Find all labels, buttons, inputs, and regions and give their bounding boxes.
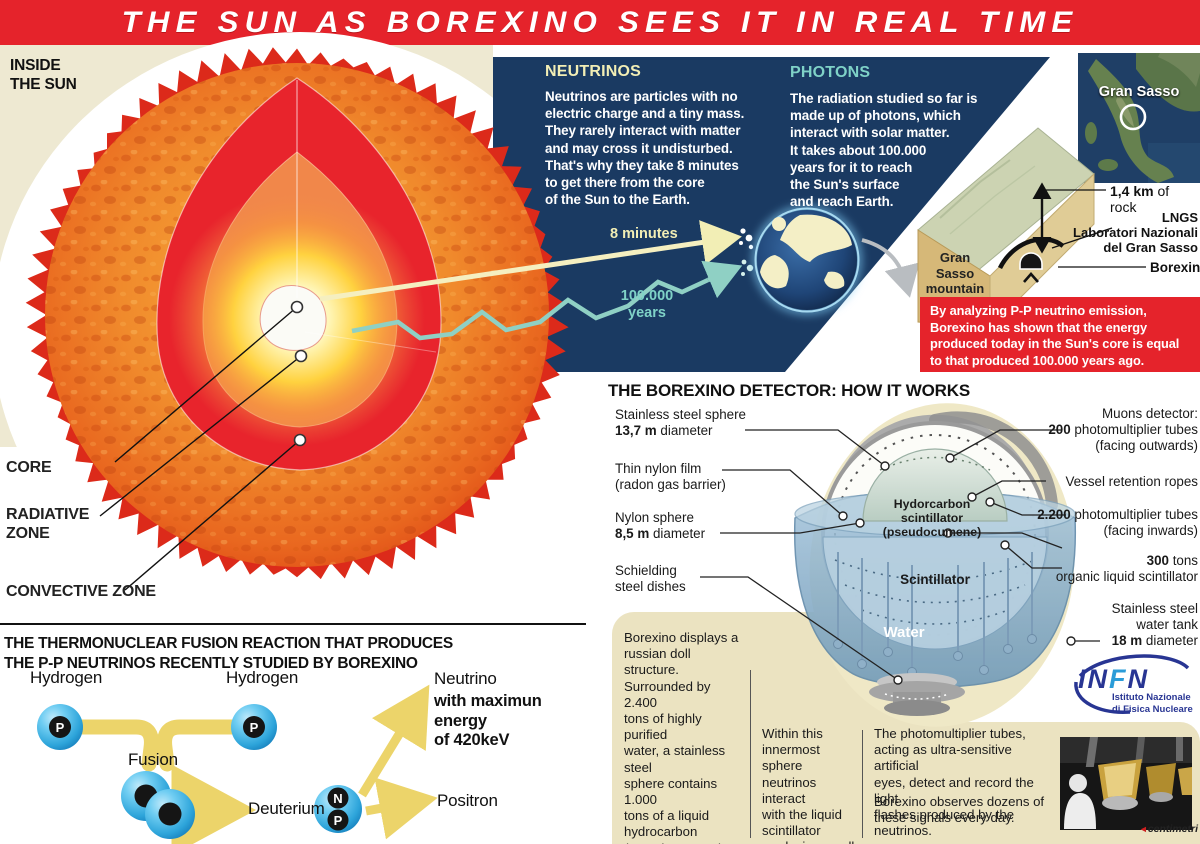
gran-sasso-map [1078, 53, 1200, 183]
svg-text:P: P [250, 720, 259, 735]
pmt-photo [1060, 737, 1192, 830]
scintillator-bowl [822, 536, 1048, 650]
neutrino-time-label: 8 minutes [610, 226, 678, 242]
panel-divider-2 [862, 730, 863, 838]
label-muons-detector: Muons detector: 200 photomultiplier tube… [1048, 406, 1198, 453]
neutrino-label: Neutrino [434, 669, 497, 688]
credit-mark: ◄ [1138, 824, 1148, 834]
label-steel-dishes: Schielding steel dishes [615, 563, 686, 594]
label-organic-scintillator: 300 tons organic liquid scintillator [1055, 553, 1198, 584]
core-label: CORE [6, 459, 52, 476]
scintillator-label: Scintillator [900, 572, 970, 587]
hydrogen-label-2: Hydrogen [226, 668, 299, 687]
label-nylon-film: Thin nylon film (radon gas barrier) [615, 461, 726, 492]
neutrinos-text: Neutrinos are particles with no electric… [545, 89, 745, 208]
tunnel [1019, 252, 1043, 270]
convective-zone-label: CONVECTIVE ZONE [6, 583, 156, 600]
photon-time-label: 100.000 years [620, 288, 674, 321]
core-marker [290, 300, 304, 314]
to-gran-sasso-arrow [861, 238, 920, 298]
photons-text: The radiation studied so far is made up … [790, 91, 978, 210]
label-retention-ropes: Vessel retention ropes [1065, 474, 1198, 489]
neutrinos-heading: NEUTRINOS [545, 63, 642, 80]
panel-text-3b: Borexino observes dozens of these signal… [874, 794, 1045, 826]
detector-leader-lines [700, 429, 1100, 681]
label-water-tank: Stainless steel water tank 18 m diameter [1111, 601, 1198, 648]
infn-wordmark: INFN [1078, 664, 1149, 694]
detector-illustration [700, 403, 1100, 727]
label-nylon-sphere: Nylon sphere 8,5 m diameter [615, 510, 706, 541]
convective-marker [293, 433, 307, 447]
technician [1064, 774, 1096, 829]
sparkles [739, 228, 754, 276]
photons-heading: PHOTONS [790, 64, 871, 81]
deuterium-label: Deuterium [248, 799, 325, 818]
fusion-heading: THE THERMONUCLEAR FUSION REACTION THAT P… [4, 635, 453, 672]
map-gran-sasso-label: Gran Sasso [1098, 84, 1180, 100]
infn-subtitle: Istituto Nazionale di Fisica Nucleare [1112, 692, 1193, 715]
panel-divider-1 [750, 670, 751, 838]
credit: ◄centimetri [1138, 823, 1198, 835]
retention-ropes [837, 552, 1033, 668]
tunnel-arc [997, 237, 1065, 270]
fusion-label: Fusion [128, 750, 178, 769]
photon-path-wavy [351, 277, 709, 341]
rock-label: 1,4 km of rock [1110, 183, 1170, 215]
earth [751, 204, 863, 316]
section-divider [0, 623, 586, 625]
inside-the-sun-label: INSIDE THE SUN [10, 57, 77, 93]
svg-text:P: P [334, 813, 343, 828]
hydrogen-ball-2 [231, 704, 277, 750]
label-stainless-sphere: Stainless steel sphere 13,7 m diameter [615, 407, 747, 438]
radiative-zone-label: RADIATIVE ZONE [6, 506, 90, 542]
radiative-marker [294, 349, 308, 363]
proton-letter: P [56, 720, 65, 735]
pseudocumene-label: Hydorcarbon scintillator (pseudocumene) [882, 497, 982, 539]
sun-illustration [25, 47, 569, 591]
pseudocumene-dome [862, 448, 1008, 522]
panel-text-3a: The photomultiplier tubes, acting as ult… [874, 726, 1034, 839]
mountain-label: Gran Sasso mountain [925, 250, 985, 296]
pmt-cones [1098, 759, 1192, 810]
panel-text-1: Borexino displays a russian doll structu… [624, 630, 739, 844]
label-pmt-inwards: 2.200 photomultiplier tubes (facing inwa… [1037, 507, 1198, 538]
water-label: Water [883, 624, 925, 641]
neutron-letter: N [333, 791, 342, 806]
steel-dishes [869, 673, 965, 716]
lngs-label: LNGS Laboratori Nazionali del Gran Sasso [1073, 210, 1198, 255]
highlight-box: By analyzing P-P neutrino emission, Bore… [920, 297, 1200, 372]
hydrogen-ball-1 [37, 704, 83, 750]
panel-text-2: Within this innermost sphere neutrinos i… [762, 726, 854, 844]
positron-label: Positron [437, 791, 498, 810]
fusion-balls [121, 771, 195, 839]
detector-heading: THE BOREXINO DETECTOR: HOW IT WORKS [608, 381, 970, 400]
neutrino-path-arrow [319, 220, 742, 302]
infn-logo: INFN Istituto Nazionale di Fisica Nuclea… [1072, 650, 1200, 722]
sun-core [259, 285, 327, 351]
fusion-diagram: P P N P [37, 684, 438, 844]
neutrino-energy-label: with maximun energy of 420keV [434, 692, 542, 749]
title-banner: THE SUN AS BOREXINO SEES IT IN REAL TIME [0, 0, 1200, 45]
borexino-label: Borexino [1150, 260, 1200, 275]
hydrogen-label-1: Hydrogen [30, 668, 103, 687]
deuterium-ball [314, 785, 362, 833]
infn-swoosh [1074, 654, 1190, 714]
